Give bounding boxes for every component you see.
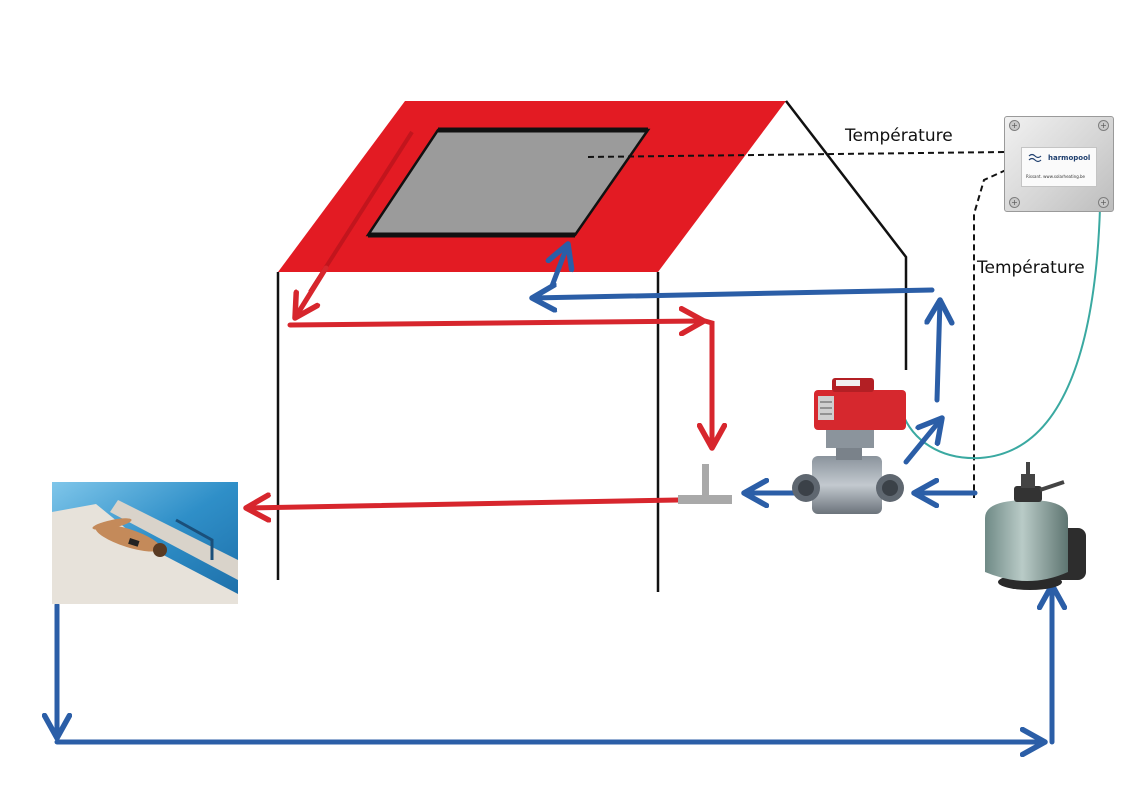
wave-logo-icon — [1028, 153, 1042, 163]
supply-to-roof-arrow — [532, 290, 935, 298]
return-sensor-line — [973, 169, 1007, 498]
to-pool-arrow — [246, 500, 681, 508]
roof-collector-pipe — [308, 130, 414, 294]
temperature-label-return: Température — [977, 258, 1085, 278]
tee-junction-icon — [678, 464, 732, 504]
up-to-panel-arrow — [552, 244, 568, 289]
temperature-label-panel: Température — [845, 126, 953, 146]
thermostat-controller-icon: + + + + harmopool Rissant. www.solarheat… — [1004, 116, 1114, 212]
controller-label-plate: harmopool Rissant. www.solarheating.be — [1021, 147, 1097, 187]
collector-down-arrow — [295, 265, 329, 318]
valve-control-cable — [901, 207, 1101, 460]
roof-gable-outline — [785, 100, 908, 370]
riser-up-arrow — [937, 300, 940, 403]
controller-brand: harmopool — [1048, 154, 1091, 162]
roof-return-arrow — [287, 321, 704, 325]
screw-icon: + — [1009, 120, 1020, 131]
motorized-three-way-valve-icon — [792, 378, 906, 514]
screw-icon: + — [1098, 197, 1109, 208]
sand-filter-pump-icon — [985, 462, 1086, 590]
screw-icon: + — [1009, 197, 1020, 208]
drop-to-tee-arrow — [705, 318, 712, 448]
hot-water-flow — [246, 265, 712, 508]
screw-icon: + — [1098, 120, 1109, 131]
swimming-pool-photo — [52, 482, 238, 604]
controller-website: Rissant. www.solarheating.be — [1026, 174, 1086, 179]
cold-water-flow — [57, 244, 1052, 742]
solar-panel — [365, 127, 651, 238]
valve-bypass-arrow — [903, 418, 942, 465]
